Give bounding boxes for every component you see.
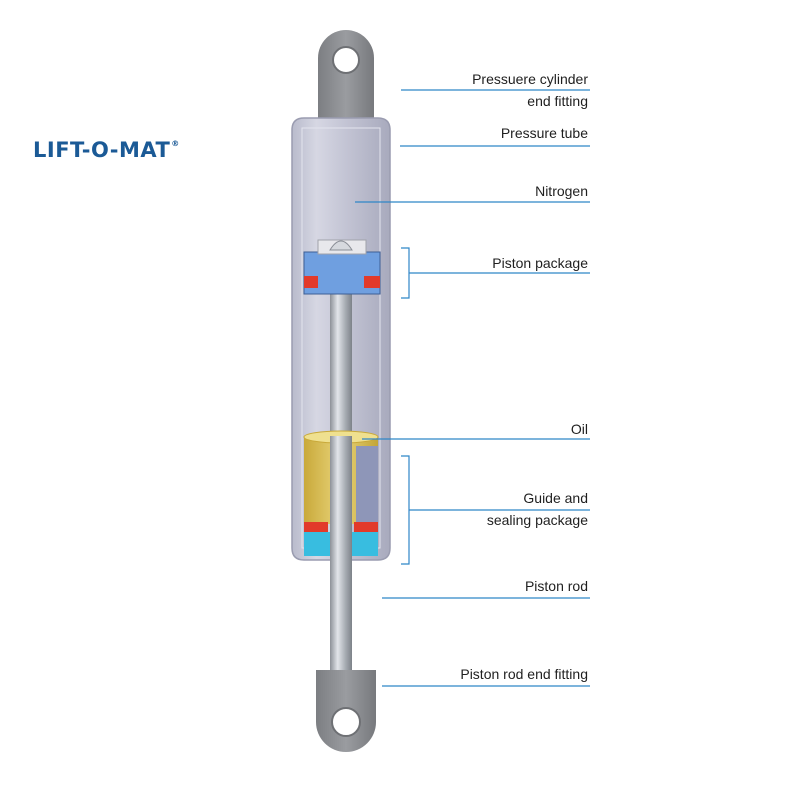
bottom-eye-hole <box>331 707 361 737</box>
seal-red-left <box>304 522 328 532</box>
label-rod-end-fitting: Piston rod end fitting <box>460 666 588 682</box>
top-end-fitting <box>318 30 374 120</box>
piston-package <box>303 239 381 295</box>
piston-seal-left <box>304 276 318 288</box>
label-oil: Oil <box>570 421 588 437</box>
label-piston-rod: Piston rod <box>524 578 588 594</box>
seal-cyan-right <box>352 532 378 556</box>
guide-package-bracket <box>401 455 410 565</box>
label-guide-line1: Guide and <box>523 490 588 506</box>
label-guide-line2: sealing package <box>486 512 588 528</box>
seal-cyan-left <box>304 532 330 556</box>
label-end-fitting-top-line1: Pressuere cylinder <box>472 71 588 87</box>
piston-package-bracket <box>401 247 410 299</box>
label-piston-package: Piston package <box>492 255 588 271</box>
label-pressure-tube: Pressure tube <box>500 125 588 141</box>
label-end-fitting-top-line2: end fitting <box>527 93 588 109</box>
sealing-package <box>304 522 378 556</box>
piston-rod-head <box>329 240 353 251</box>
guide-bushing <box>356 446 378 526</box>
seal-red-right <box>354 522 378 532</box>
piston-seal-right <box>364 276 380 288</box>
lift-o-mat-logo: LIFT-O-MAT® <box>33 140 180 161</box>
top-eye-hole <box>332 46 360 74</box>
registered-mark: ® <box>171 139 180 148</box>
piston-rod-front <box>330 436 352 690</box>
logo-text: LIFT-O-MAT <box>33 138 171 162</box>
label-nitrogen: Nitrogen <box>535 183 588 199</box>
